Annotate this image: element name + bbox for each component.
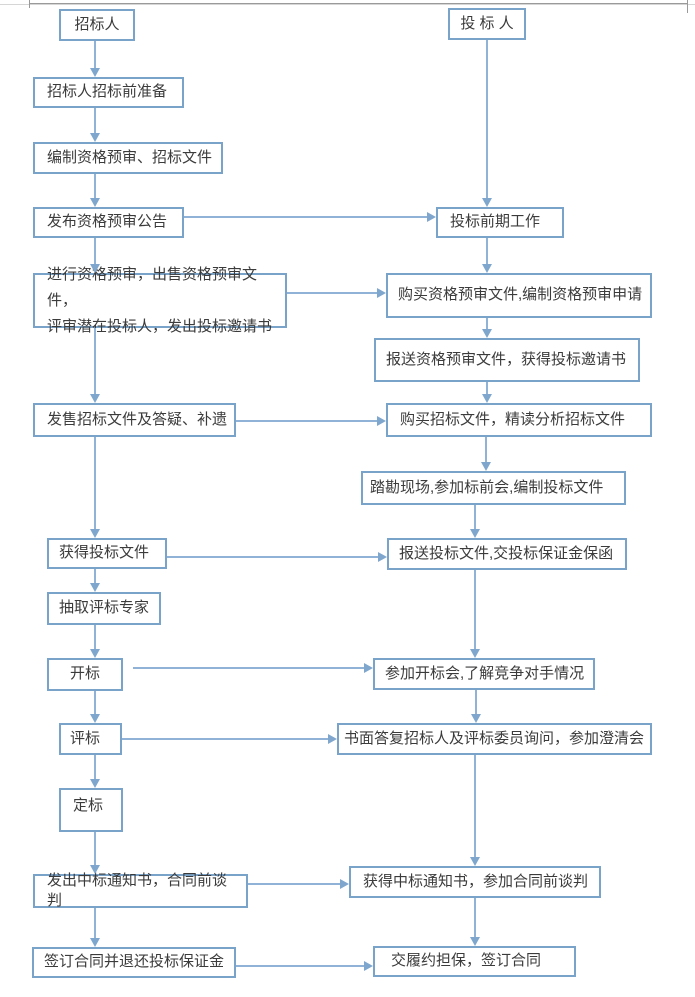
connector-line-vertical: [94, 691, 96, 715]
connector-line-vertical: [94, 569, 96, 584]
arrow-down-icon: [90, 394, 100, 403]
page-border-line: [29, 3, 687, 4]
arrow-down-icon: [90, 133, 100, 142]
arrow-down-icon: [470, 649, 480, 658]
arrow-down-icon: [90, 779, 100, 788]
arrow-right-icon: [328, 734, 337, 744]
connector-line-horizontal: [236, 420, 378, 422]
flow-node-receive-bid-docs: 获得投标文件: [47, 538, 167, 569]
connector-line-vertical: [94, 108, 96, 134]
connector-line-vertical: [474, 755, 476, 858]
flow-node-award-decision: 定标: [59, 788, 123, 832]
flow-node-buy-tender-docs: 购买招标文件，精读分析招标文件: [386, 403, 652, 437]
connector-line-vertical: [474, 505, 476, 530]
flow-node-sign-contract-refund: 签订合同并退还投标保证金: [32, 947, 236, 978]
arrow-down-icon: [90, 264, 100, 273]
connector-line-vertical: [475, 690, 477, 715]
flow-node-written-reply-clarification: 书面答复招标人及评标委员询问，参加澄清会: [337, 723, 652, 755]
connector-line-horizontal: [122, 738, 329, 740]
arrow-right-icon: [427, 212, 436, 222]
flow-node-bid-early-work: 投标前期工作: [436, 207, 564, 238]
connector-line-vertical: [94, 625, 96, 650]
connector-line-vertical: [94, 755, 96, 780]
arrow-down-icon: [481, 462, 491, 471]
connector-line-vertical: [94, 328, 96, 395]
connector-line-horizontal: [167, 556, 379, 558]
arrow-down-icon: [90, 583, 100, 592]
connector-line-horizontal: [248, 883, 341, 885]
flow-node-bid-evaluation: 评标: [59, 723, 122, 755]
connector-line-vertical: [486, 318, 488, 330]
flow-node-compile-prequal-docs: 编制资格预审、招标文件: [33, 142, 223, 174]
arrow-down-icon: [470, 529, 480, 538]
arrow-right-icon: [364, 961, 373, 971]
connector-line-vertical: [94, 174, 96, 199]
arrow-right-icon: [340, 879, 349, 889]
flow-node-submit-bid-docs: 报送投标文件,交投标保证金保函: [387, 538, 627, 570]
connector-line-vertical: [485, 437, 487, 463]
arrow-down-icon: [470, 857, 480, 866]
arrow-down-icon: [470, 937, 480, 946]
connector-line-vertical: [486, 382, 488, 395]
arrow-right-icon: [378, 552, 387, 562]
arrow-down-icon: [90, 68, 100, 77]
arrow-down-icon: [90, 198, 100, 207]
arrow-right-icon: [377, 416, 386, 426]
connector-line-vertical: [94, 238, 96, 265]
flow-node-submit-prequal-docs: 报送资格预审文件，获得投标邀请书: [374, 338, 640, 382]
flow-node-tenderer-header: 招标人: [59, 9, 135, 41]
arrow-down-icon: [482, 394, 492, 403]
connector-line-vertical: [486, 238, 488, 265]
flow-node-site-visit-prepare-bid: 踏勘现场,参加标前会,编制投标文件: [361, 471, 626, 505]
arrow-down-icon: [90, 649, 100, 658]
page-border-tick-right: [687, 0, 688, 13]
arrow-down-icon: [482, 329, 492, 338]
connector-line-vertical: [486, 40, 488, 199]
connector-line-vertical: [474, 570, 476, 650]
flow-node-bid-opening: 开标: [47, 658, 123, 691]
flow-node-publish-prequal-announcement: 发布资格预审公告: [33, 207, 184, 238]
arrow-down-icon: [482, 198, 492, 207]
arrow-right-icon: [364, 663, 373, 673]
flow-node-select-evaluation-experts: 抽取评标专家: [47, 592, 161, 625]
arrow-down-icon: [90, 529, 100, 538]
connector-line-vertical: [94, 908, 96, 939]
arrow-down-icon: [90, 714, 100, 723]
connector-line-vertical: [474, 898, 476, 938]
flow-node-sell-tender-docs: 发售招标文件及答疑、补遗: [33, 403, 236, 437]
flow-node-issue-award-notice: 发出中标通知书，合同前谈判: [33, 872, 248, 909]
connector-line-horizontal: [236, 965, 365, 967]
connector-line-horizontal: [133, 667, 365, 669]
flow-node-conduct-prequalification: 进行资格预审，出售资格预审文件， 评审潜在投标人，发出投标邀请书: [33, 266, 287, 335]
connector-line-vertical: [94, 437, 96, 530]
page-border-tick-left: [29, 0, 30, 8]
connector-line-vertical: [94, 832, 96, 866]
arrow-down-icon: [471, 714, 481, 723]
connector-line-vertical: [94, 41, 96, 69]
flow-node-attend-bid-opening: 参加开标会,了解竞争对手情况: [373, 658, 595, 690]
flow-node-receive-award-notice: 获得中标通知书，参加合同前谈判: [349, 866, 601, 898]
arrow-right-icon: [377, 288, 386, 298]
connector-line-horizontal: [287, 292, 378, 294]
flow-node-performance-guarantee-sign: 交履约担保，签订合同: [373, 946, 576, 977]
arrow-down-icon: [482, 264, 492, 273]
flow-node-buy-prequal-docs: 购买资格预审文件,编制资格预审申请: [386, 273, 652, 318]
page-border-line-light: [0, 4, 695, 5]
arrow-down-icon: [90, 865, 100, 874]
arrow-down-icon: [90, 938, 100, 947]
connector-line-horizontal: [184, 216, 428, 218]
flow-node-bidder-header: 投 标 人: [448, 8, 526, 40]
flow-node-pre-tender-prepare: 招标人招标前准备: [33, 77, 184, 108]
